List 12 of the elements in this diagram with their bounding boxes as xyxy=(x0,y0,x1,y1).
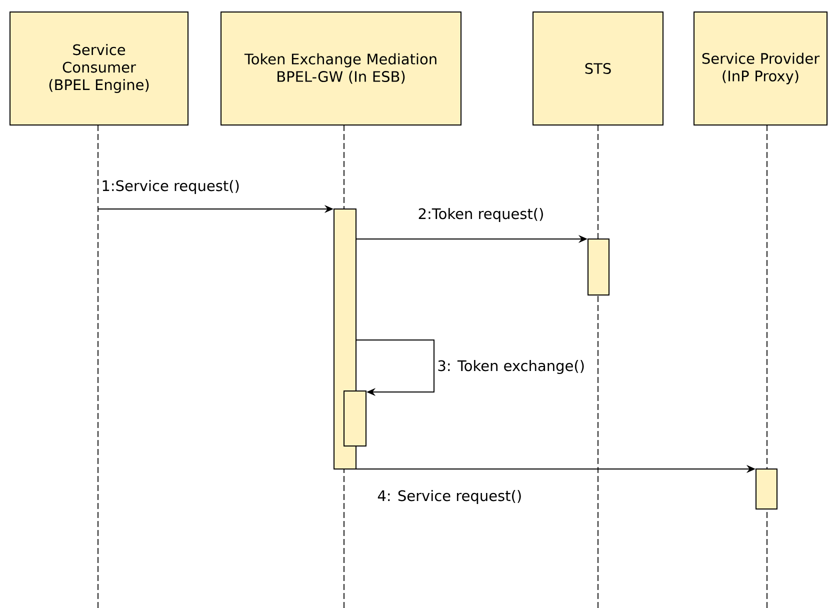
lifeline-header: Service Provider (InP Proxy) xyxy=(694,12,828,126)
message-label: 1:Service request() xyxy=(100,178,241,196)
message-label: 4: Service request() xyxy=(376,488,524,505)
activation-bar xyxy=(588,238,610,296)
activation-bar xyxy=(344,390,366,446)
activation-bar xyxy=(756,468,778,510)
message-arrow xyxy=(356,340,434,396)
message-label: 3: Token exchange() xyxy=(436,358,586,375)
lifeline-header: Service Consumer (BPEL Engine) xyxy=(10,12,188,126)
lifeline-header: Token Exchange Mediation BPEL-GW (In ESB) xyxy=(220,12,462,126)
message-label: 2:Token request() xyxy=(416,206,546,224)
lifeline-header: STS xyxy=(532,12,664,126)
